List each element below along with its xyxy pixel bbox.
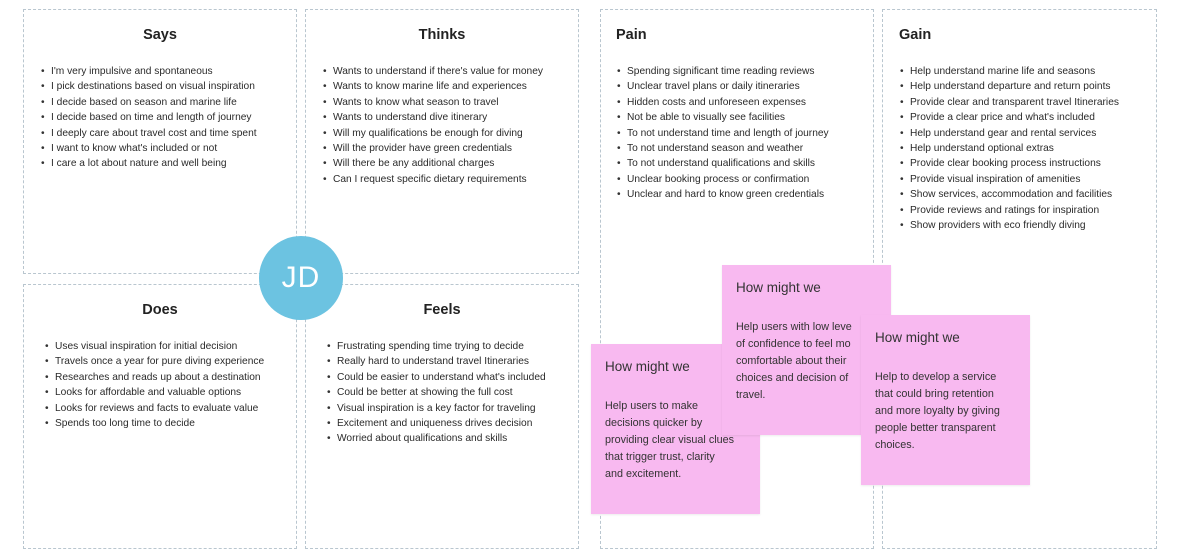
list-item: Looks for reviews and facts to evaluate … — [45, 401, 296, 417]
list-item: Show providers with eco friendly diving — [900, 218, 1156, 234]
says-title: Says — [143, 27, 177, 43]
sticky-note-line: comfortable about their — [736, 355, 847, 367]
thinks-title: Thinks — [418, 27, 466, 43]
list-item: Provide clear and transparent travel Iti… — [900, 95, 1156, 111]
list-item: Researches and reads up about a destinat… — [45, 370, 296, 386]
list-item: I decide based on time and length of jou… — [41, 110, 296, 126]
list-item: Could be easier to understand what's inc… — [327, 370, 578, 386]
does-quadrant: Does Uses visual inspiration for initial… — [23, 284, 297, 549]
sticky-note-line: providing clear visual clues — [605, 434, 735, 446]
sticky-note-line: that could bring retention — [875, 388, 994, 400]
list-item: Show services, accommodation and facilit… — [900, 187, 1156, 203]
list-item: I'm very impulsive and spontaneous — [41, 64, 296, 80]
sticky-note-line: choices and decision of — [736, 372, 849, 384]
list-item: Unclear booking process or confirmation — [617, 172, 873, 188]
thinks-list: Wants to understand if there's value for… — [323, 64, 578, 188]
list-item: To not understand time and length of jou… — [617, 126, 873, 142]
sticky-note-body: Help users to make decisions quicker by … — [605, 398, 748, 483]
list-item: Not be able to visually see facilities — [617, 110, 873, 126]
sticky-note-line: and more loyalty by giving — [875, 405, 1000, 417]
list-item: Really hard to understand travel Itinera… — [327, 354, 578, 370]
list-item: Wants to understand dive itinerary — [323, 110, 578, 126]
sticky-note-title: How might we — [875, 330, 960, 345]
list-item: Hidden costs and unforeseen expenses — [617, 95, 873, 111]
list-item: I care a lot about nature and well being — [41, 156, 296, 172]
list-item: Travels once a year for pure diving expe… — [45, 354, 296, 370]
list-item: Help understand departure and return poi… — [900, 79, 1156, 95]
list-item: Will my qualifications be enough for div… — [323, 126, 578, 142]
says-quadrant: Says I'm very impulsive and spontaneousI… — [23, 9, 297, 274]
list-item: I pick destinations based on visual insp… — [41, 79, 296, 95]
list-item: Could be better at showing the full cost — [327, 385, 578, 401]
list-item: Visual inspiration is a key factor for t… — [327, 401, 578, 417]
sticky-note-title: How might we — [605, 359, 690, 374]
sticky-note-line: travel. — [736, 389, 766, 401]
list-item: Help understand gear and rental services — [900, 126, 1156, 142]
list-item: Unclear and hard to know green credentia… — [617, 187, 873, 203]
list-item: Spending significant time reading review… — [617, 64, 873, 80]
does-list: Uses visual inspiration for initial deci… — [45, 339, 296, 432]
list-item: I deeply care about travel cost and time… — [41, 126, 296, 142]
sticky-note-line: of confidence to feel mo — [736, 338, 851, 350]
sticky-note-line: Help to develop a service — [875, 371, 997, 383]
list-item: Provide clear booking process instructio… — [900, 156, 1156, 172]
list-item: Provide visual inspiration of amenities — [900, 172, 1156, 188]
feels-title: Feels — [423, 302, 461, 318]
list-item: Uses visual inspiration for initial deci… — [45, 339, 296, 355]
pain-list: Spending significant time reading review… — [617, 64, 873, 203]
list-item: Can I request specific dietary requireme… — [323, 172, 578, 188]
list-item: Will there be any additional charges — [323, 156, 578, 172]
list-item: Spends too long time to decide — [45, 416, 296, 432]
sticky-note-line: decisions quicker by — [605, 417, 703, 429]
feels-list: Frustrating spending time trying to deci… — [327, 339, 578, 447]
sticky-note-hmw[interactable]: How might we Help to develop a service t… — [861, 315, 1030, 485]
list-item: I decide based on season and marine life — [41, 95, 296, 111]
list-item: Unclear travel plans or daily itinerarie… — [617, 79, 873, 95]
sticky-note-line: that trigger trust, clarity — [605, 451, 715, 463]
says-list: I'm very impulsive and spontaneousI pick… — [41, 64, 296, 172]
list-item: Help understand optional extras — [900, 141, 1156, 157]
list-item: Excitement and uniqueness drives decisio… — [327, 416, 578, 432]
list-item: Provide a clear price and what's include… — [900, 110, 1156, 126]
list-item: Wants to know marine life and experience… — [323, 79, 578, 95]
list-item: Wants to understand if there's value for… — [323, 64, 578, 80]
list-item: Worried about qualifications and skills — [327, 431, 578, 447]
list-item: Provide reviews and ratings for inspirat… — [900, 203, 1156, 219]
list-item: Will the provider have green credentials — [323, 141, 578, 157]
sticky-note-line: Help users with low leve — [736, 321, 852, 333]
sticky-note-line: people better transparent — [875, 422, 996, 434]
feels-quadrant: Feels Frustrating spending time trying t… — [305, 284, 579, 549]
gain-title: Gain — [899, 27, 932, 43]
does-title: Does — [142, 302, 178, 318]
list-item: I want to know what's included or not — [41, 141, 296, 157]
list-item: To not understand season and weather — [617, 141, 873, 157]
list-item: Help understand marine life and seasons — [900, 64, 1156, 80]
persona-avatar: JD — [259, 236, 343, 320]
list-item: Wants to know what season to travel — [323, 95, 578, 111]
sticky-note-body: Help to develop a service that could bri… — [875, 369, 1018, 454]
sticky-note-line: Help users to make — [605, 400, 699, 412]
avatar-initials: JD — [281, 261, 321, 294]
sticky-note-body: Help users with low leve of confidence t… — [736, 319, 891, 404]
gain-list: Help understand marine life and seasonsH… — [900, 64, 1156, 234]
sticky-note-title: How might we — [736, 280, 821, 295]
thinks-quadrant: Thinks Wants to understand if there's va… — [305, 9, 579, 274]
pain-title: Pain — [616, 27, 647, 43]
sticky-note-line: and excitement. — [605, 468, 682, 480]
sticky-note-line: choices. — [875, 439, 915, 451]
list-item: Frustrating spending time trying to deci… — [327, 339, 578, 355]
list-item: Looks for affordable and valuable option… — [45, 385, 296, 401]
list-item: To not understand qualifications and ski… — [617, 156, 873, 172]
